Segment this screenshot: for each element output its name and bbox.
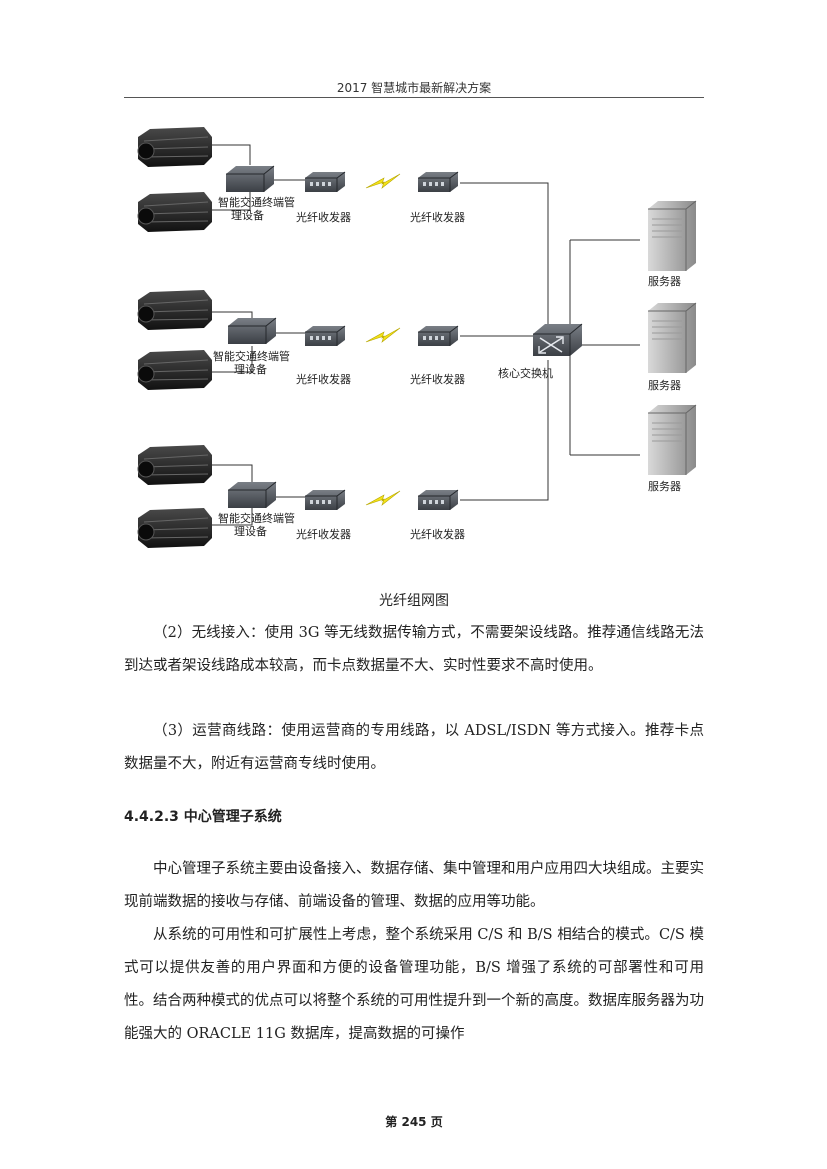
core-switch-label: 核心交换机 — [498, 366, 553, 380]
page-header: 2017 智慧城市最新解决方案 — [336, 81, 492, 95]
fiber-transceiver-icon — [417, 171, 459, 193]
camera-icon — [137, 126, 213, 168]
camera-icon — [137, 349, 213, 391]
paragraph-center-management: 中心管理子系统主要由设备接入、数据存储、集中管理和用户应用四大块组成。主要实现前… — [124, 861, 704, 910]
server-icon — [647, 302, 697, 374]
connection-lines — [210, 144, 640, 526]
transceiver-label: 光纤收发器 — [410, 372, 465, 386]
transceiver-label: 光纤收发器 — [296, 372, 351, 386]
figure-caption: 光纤组网图 — [379, 593, 449, 609]
transceiver-label: 光纤收发器 — [410, 527, 465, 541]
server-label: 服务器 — [648, 379, 681, 392]
mgmt-device-label: 理设备 — [234, 362, 267, 376]
mgmt-device-label: 智能交通终端管 — [218, 195, 295, 209]
mgmt-device-label: 智能交通终端管 — [218, 511, 295, 525]
server-icon — [647, 404, 697, 476]
server-label: 服务器 — [648, 275, 681, 288]
fiber-network-diagram: 智能交通终端管 理设备 光纤收发器 光纤收发器 智能交通终端管 理设备 光纤收发… — [137, 126, 697, 549]
mgmt-device-label: 理设备 — [231, 208, 264, 222]
camera-icon — [137, 444, 213, 486]
paragraph-wireless: （2）无线接入：使用 3G 等无线数据传输方式，不需要架设线路。推荐通信线路无法… — [124, 625, 704, 674]
terminal-management-device-icon — [225, 165, 275, 193]
core-switch-icon — [533, 323, 583, 356]
fiber-transceiver-icon — [304, 171, 346, 193]
paragraph-architecture: 从系统的可用性和可扩展性上考虑，整个系统采用 C/S 和 B/S 相结合的模式。… — [124, 927, 704, 1042]
transceiver-label: 光纤收发器 — [410, 210, 465, 224]
wireless-link-icon — [365, 173, 401, 189]
camera-icon — [137, 507, 213, 549]
terminal-management-device-icon — [227, 317, 277, 345]
camera-icon — [137, 191, 213, 233]
page-number: 第 245 页 — [385, 1115, 443, 1129]
transceiver-label: 光纤收发器 — [296, 210, 351, 224]
wireless-link-icon — [365, 327, 401, 343]
terminal-management-device-icon — [227, 481, 277, 509]
fiber-transceiver-icon — [304, 489, 346, 511]
server-icon — [647, 200, 697, 272]
camera-icon — [137, 289, 213, 331]
fiber-transceiver-icon — [417, 325, 459, 347]
mgmt-device-label: 智能交通终端管 — [213, 349, 290, 363]
transceiver-label: 光纤收发器 — [296, 527, 351, 541]
section-heading: 4.4.2.3 中心管理子系统 — [124, 809, 282, 825]
header-rule — [124, 97, 704, 98]
server-label: 服务器 — [648, 480, 681, 493]
paragraph-carrier-line: （3）运营商线路：使用运营商的专用线路，以 ADSL/ISDN 等方式接入。推荐… — [124, 723, 704, 772]
wireless-link-icon — [365, 490, 401, 506]
mgmt-device-label: 理设备 — [234, 524, 267, 538]
fiber-transceiver-icon — [417, 489, 459, 511]
fiber-transceiver-icon — [304, 325, 346, 347]
